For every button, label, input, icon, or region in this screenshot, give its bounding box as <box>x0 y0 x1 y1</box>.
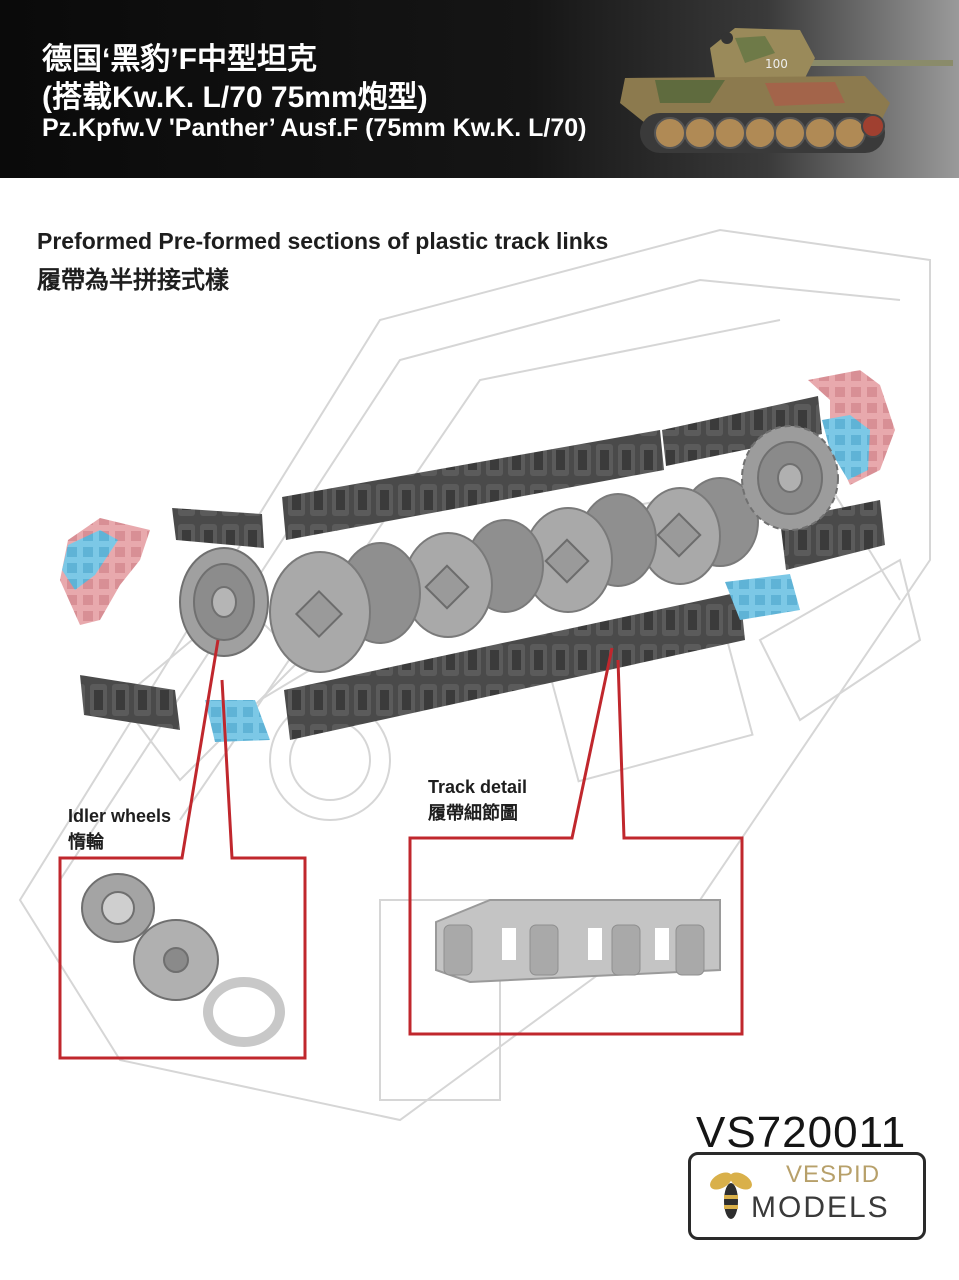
blueprint-outline <box>18 228 931 1122</box>
feature-title-cn: 履帶為半拼接式樣 <box>37 267 229 294</box>
callout-idler <box>58 639 307 1060</box>
curved-link-right <box>808 370 895 485</box>
track-detail-parts <box>435 899 721 984</box>
header-banner: 德国‘黑豹’F中型坦克 (搭载Kw.K. L/70 75mm炮型) Pz.Kpf… <box>0 0 959 178</box>
road-wheel-hubs <box>294 512 702 639</box>
curved-link-left <box>60 518 150 625</box>
bee-logo-icon <box>710 1172 752 1219</box>
tank-icon: 100 <box>620 28 953 153</box>
title-cn-sub: (搭载Kw.K. L/70 75mm炮型) <box>42 81 428 114</box>
feature-title-en: Preformed Pre-formed sections of plastic… <box>37 228 609 254</box>
track-label-cn: 履帶細節圖 <box>428 803 518 823</box>
title-en: Pz.Kpfw.V 'Panther’ Ausf.F (75mm Kw.K. L… <box>42 114 587 142</box>
drive-sprocket <box>741 425 839 531</box>
track-assembly-illustration <box>18 228 931 1122</box>
track-label-en: Track detail <box>428 777 528 797</box>
idler-label-cn: 惰輪 <box>68 832 104 852</box>
callout-track <box>408 647 744 1036</box>
brand-name-top: VESPID <box>786 1161 881 1188</box>
loose-link-blue-2 <box>205 700 270 742</box>
brand-logo: VESPID MODELS <box>688 1152 926 1240</box>
idler-wheel <box>179 547 269 657</box>
loose-link-blue-1 <box>725 574 800 620</box>
idler-label-en: Idler wheels <box>68 806 172 826</box>
track-run-upper <box>172 396 822 548</box>
brand-name-bottom: MODELS <box>751 1191 890 1224</box>
title-cn: 德国‘黑豹’F中型坦克 <box>42 43 317 76</box>
svg-text:100: 100 <box>765 57 788 71</box>
idler-detail-parts <box>81 873 285 1047</box>
product-code: VS720011 <box>696 1108 907 1157</box>
